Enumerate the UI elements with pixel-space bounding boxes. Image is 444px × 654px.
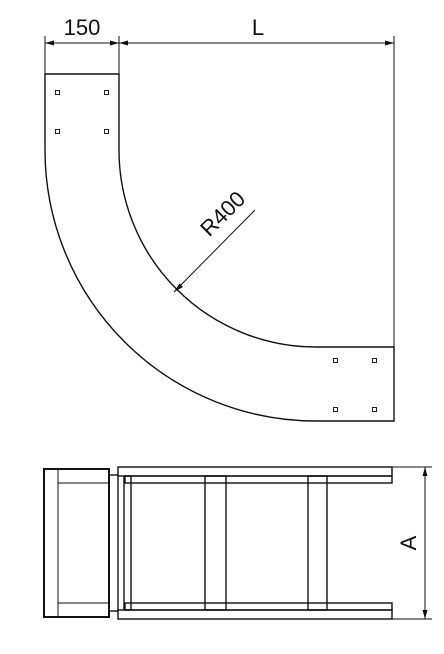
arrow-head (422, 467, 428, 476)
arrow-head (110, 40, 119, 46)
arrow-head (45, 40, 54, 46)
dimension-label-height: A (396, 535, 421, 550)
radius-label: R400 (195, 186, 250, 241)
arrow-head (385, 40, 394, 46)
bolt-hole (333, 358, 338, 363)
dimension-label-150: 150 (64, 15, 101, 40)
arrow-head (174, 283, 183, 292)
bolt-hole (372, 358, 377, 363)
bolt-hole (55, 129, 60, 134)
height-dimension-group: A (392, 466, 432, 620)
bolt-hole (333, 407, 338, 412)
top-rail-lip (124, 475, 393, 484)
rung (307, 475, 328, 611)
end-block (43, 468, 110, 618)
arrow-head (119, 40, 128, 46)
rung (123, 475, 132, 611)
top-rail (117, 466, 393, 477)
bend-top-view: R400 (44, 73, 395, 422)
bend-outline (44, 73, 395, 422)
top-dimension-group: 150 L (44, 15, 395, 348)
bolt-hole (104, 129, 109, 134)
arrow-head (422, 610, 428, 619)
bolt-hole (104, 90, 109, 95)
bolt-hole (372, 407, 377, 412)
bolt-hole (55, 90, 60, 95)
ladder-side-view (43, 466, 393, 620)
joint-post (108, 474, 119, 612)
bottom-rail-lip (124, 602, 393, 611)
radius-leader (173, 209, 256, 293)
bottom-rail (117, 609, 393, 620)
dimension-label-length: L (252, 15, 264, 40)
rung (204, 475, 227, 611)
